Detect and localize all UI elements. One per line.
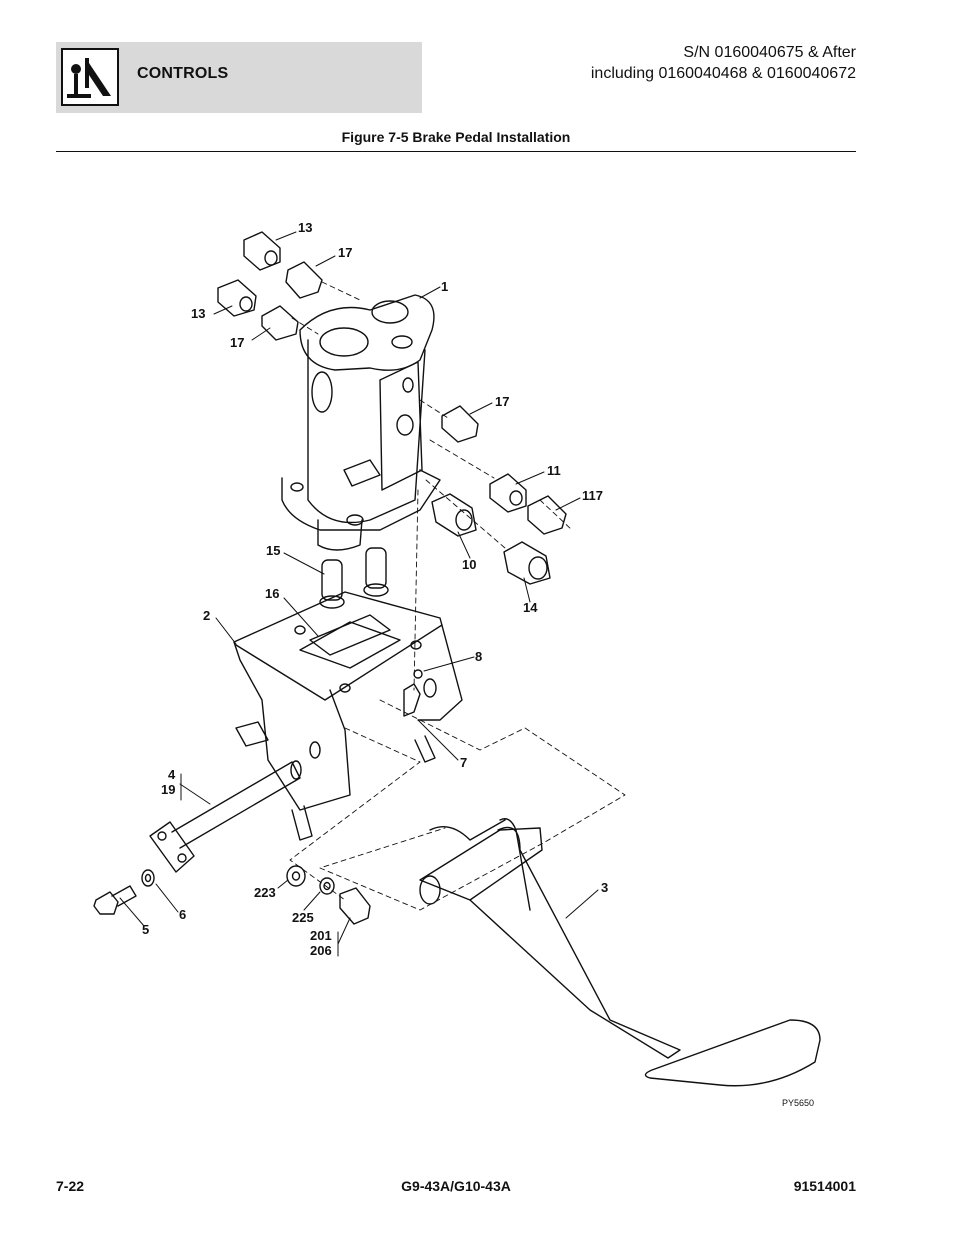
callout-17-right: 17 [495, 394, 509, 409]
callout-3: 3 [601, 880, 608, 895]
model-number: G9-43A/G10-43A [401, 1178, 511, 1194]
fittings-right [431, 405, 567, 585]
callout-15: 15 [266, 543, 280, 558]
section-title: CONTROLS [137, 65, 229, 82]
bolt-washer-left [93, 869, 155, 915]
plungers [319, 547, 389, 609]
callout-5: 5 [142, 922, 149, 937]
leader-lines [119, 231, 599, 957]
callout-6: 6 [179, 907, 186, 922]
callout-1: 1 [441, 279, 448, 294]
header-divider [56, 151, 856, 152]
brake-valve-body [281, 294, 441, 551]
callout-206: 206 [310, 943, 332, 958]
callout-13-top: 13 [298, 220, 312, 235]
brake-pedal-arm [419, 818, 821, 1087]
callout-19: 19 [161, 782, 175, 797]
callout-223: 223 [254, 885, 276, 900]
callout-8: 8 [475, 649, 482, 664]
fittings-upper [217, 231, 323, 341]
figure-title: Figure 7-5 Brake Pedal Installation [341, 129, 571, 145]
callout-117: 117 [582, 488, 603, 503]
pivot-shaft [149, 760, 302, 873]
callout-17-left: 17 [230, 335, 244, 350]
callout-17-top: 17 [338, 245, 352, 260]
serial-number-range: S/N 0160040675 & After including 0160040… [591, 42, 856, 84]
page-number: 7-22 [56, 1178, 85, 1194]
serial-line-1: S/N 0160040675 & After [683, 44, 856, 61]
mounting-bracket [233, 591, 463, 841]
serial-line-2: including 0160040468 & 0160040672 [590, 65, 856, 82]
callout-4: 4 [168, 767, 176, 782]
bolt-washer-right [286, 669, 423, 925]
alignment-lines [289, 281, 626, 911]
drawing-id: PY5650 [782, 1098, 814, 1108]
callout-11: 11 [547, 463, 561, 478]
callout-14: 14 [523, 600, 538, 615]
callout-10: 10 [462, 557, 476, 572]
callout-225: 225 [292, 910, 314, 925]
callout-2: 2 [203, 608, 210, 623]
callout-13-left: 13 [191, 306, 205, 321]
callout-201: 201 [310, 928, 332, 943]
joystick-control-icon [61, 48, 119, 106]
callout-16: 16 [265, 586, 279, 601]
callout-7: 7 [460, 755, 467, 770]
document-number: 91514001 [793, 1178, 856, 1194]
